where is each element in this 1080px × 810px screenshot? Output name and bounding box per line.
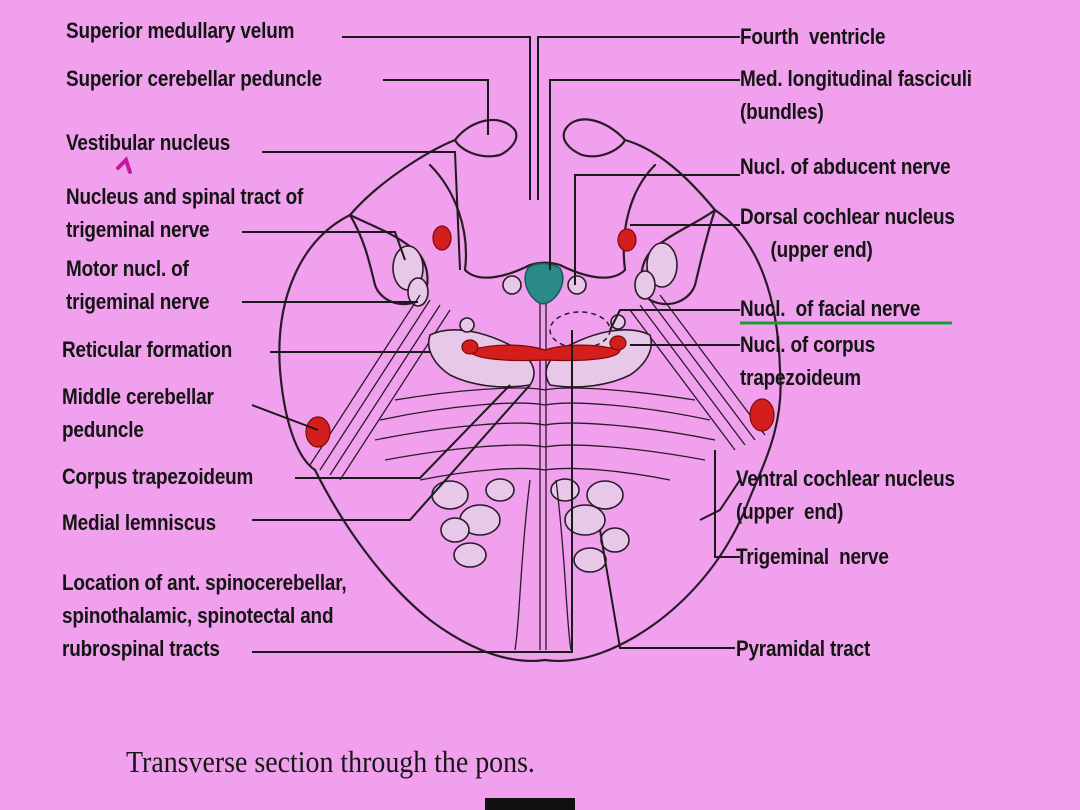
transverse-fibres (374, 387, 716, 481)
label-superior-medullary-velum: Superior medullary velum (66, 18, 295, 43)
right-dorsal-cochlear-nucleus (617, 228, 637, 252)
right-facial-nucleus (609, 335, 627, 351)
right-spinal-trigeminal-tract (646, 242, 678, 288)
figure-caption: Transverse section through the pons. (126, 744, 535, 779)
medial-longitudinal-fasciculus (524, 262, 564, 305)
pen-mark (116, 156, 132, 174)
label-nucl-facial-nerve: Nucl. of facial nerve (740, 296, 921, 321)
trapezoid-nucleus-band (469, 344, 621, 362)
fourth-ventricle-floor (428, 163, 657, 279)
bottom-bar (485, 798, 575, 810)
left-peduncle-fibres (309, 294, 451, 481)
red-nuclei (305, 225, 775, 448)
label-vestibular-nucleus: Vestibular nucleus (66, 130, 231, 155)
label-medial-lemniscus: Medial lemniscus (62, 510, 216, 535)
right-lateral-lobe (640, 208, 717, 306)
label-pyramidal-tract: Pyramidal tract (736, 636, 871, 661)
label-fourth-ventricle: Fourth ventricle (740, 24, 886, 49)
right-superior-peduncle (562, 118, 627, 158)
left-abducent-nucleus (502, 275, 522, 295)
label-med-longitudinal-fasciculi: Med. longitudinal fasciculi(bundles) (740, 66, 972, 124)
left-vestibular-nucleus (432, 225, 452, 251)
pyramidal-islands (431, 478, 630, 573)
left-ventral-cochlear (305, 416, 331, 448)
right-abducent-nucleus (567, 275, 587, 295)
left-motor-trigeminal (407, 277, 429, 307)
label-ventral-cochlear-nucleus: Ventral cochlear nucleus(upper end) (736, 466, 955, 524)
label-dorsal-cochlear-nucleus: Dorsal cochlear nucleus (upper end) (740, 204, 955, 262)
right-peduncle-fibres (629, 294, 766, 451)
label-trigeminal-nerve: Trigeminal nerve (736, 544, 889, 569)
left-superior-peduncle (453, 119, 518, 158)
left-small-nucleus (459, 317, 475, 333)
label-location-tracts: Location of ant. spinocerebellar,spinoth… (62, 570, 347, 661)
label-corpus-trapezoideum: Corpus trapezoideum (62, 464, 254, 489)
midline-raphe (514, 300, 572, 651)
leader-lines (242, 36, 741, 653)
label-reticular-formation: Reticular formation (62, 337, 233, 362)
right-ventral-cochlear (749, 398, 775, 432)
left-facial-nucleus (461, 339, 479, 355)
label-nucl-abducent-nerve: Nucl. of abducent nerve (740, 154, 951, 179)
label-superior-cerebellar-peduncle: Superior cerebellar peduncle (66, 66, 322, 91)
right-motor-trigeminal (634, 270, 656, 300)
